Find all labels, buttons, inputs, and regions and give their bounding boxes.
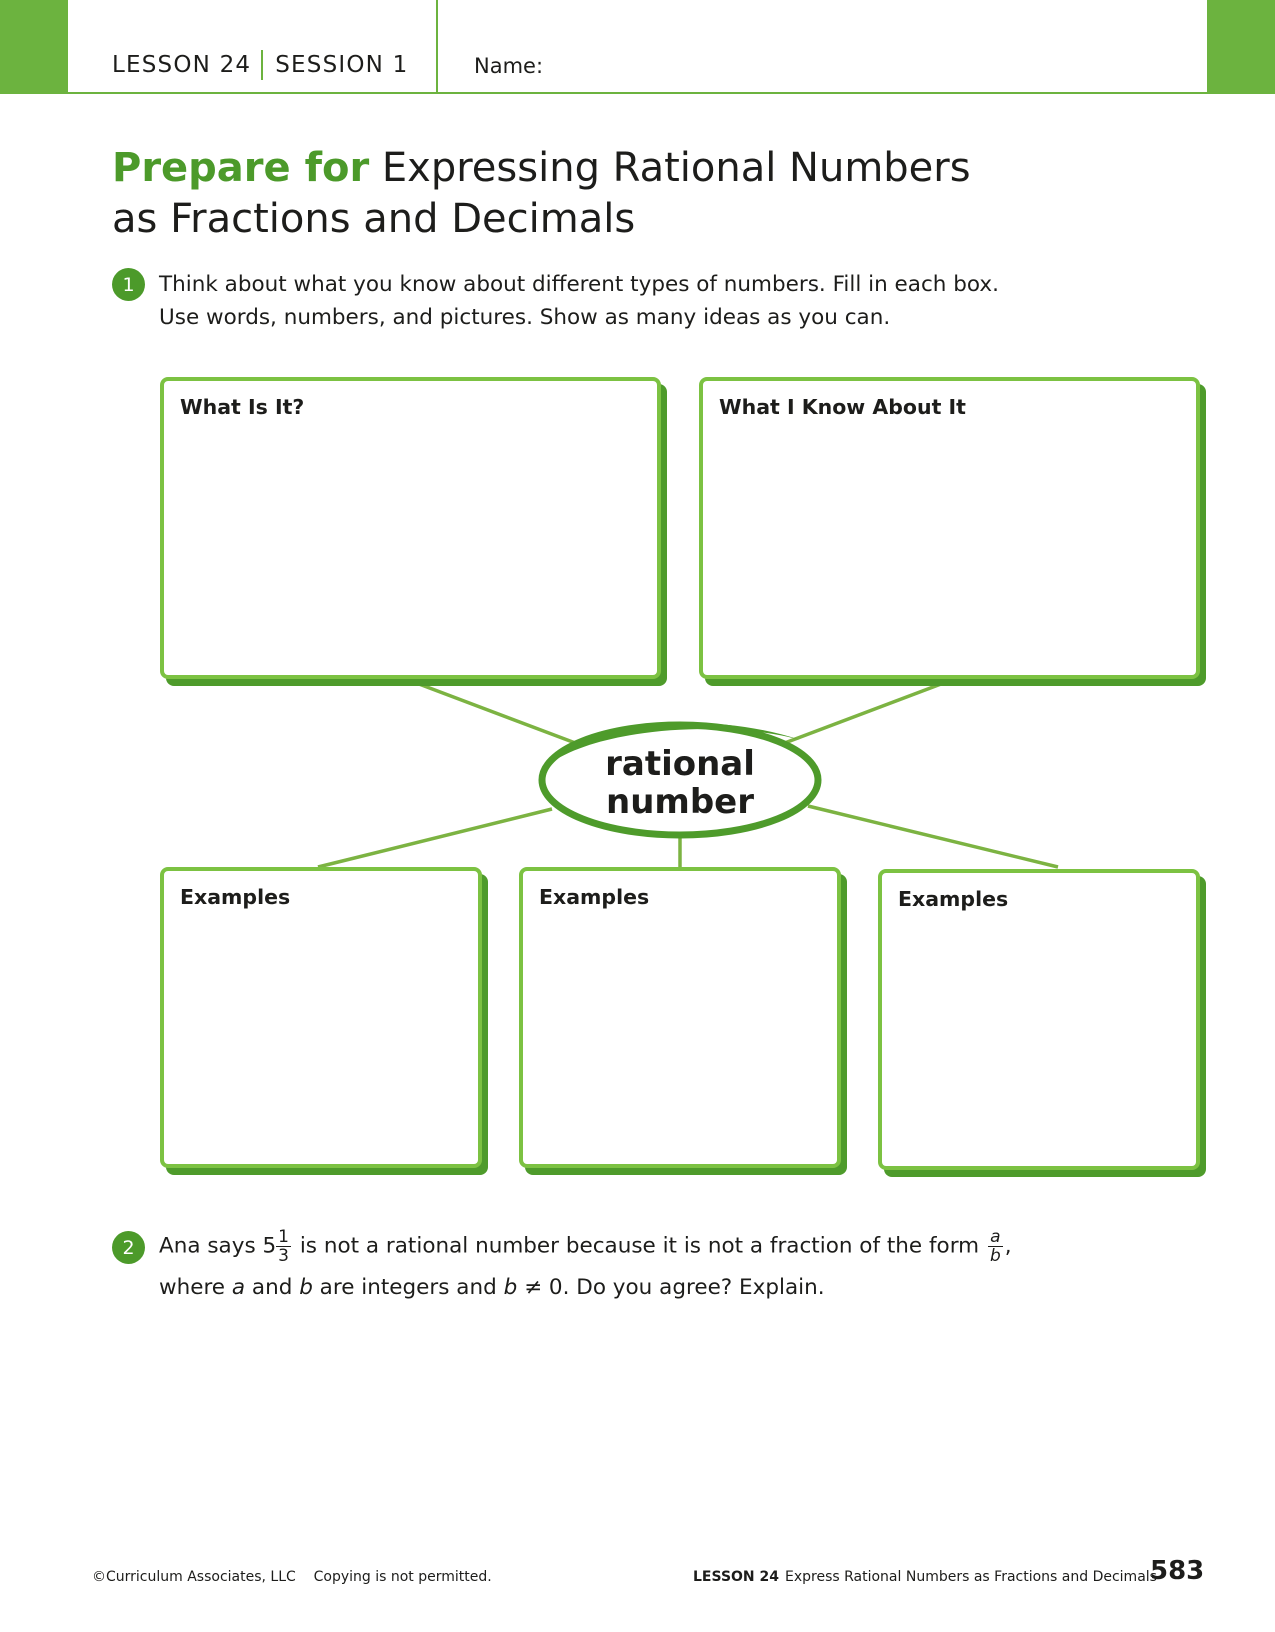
question-number-1: 1 [112, 268, 145, 301]
footer-lesson-title: LESSON 24 Express Rational Numbers as Fra… [693, 1569, 1157, 1585]
center-concept-label: rational number [560, 745, 800, 821]
connector-examples-left [317, 807, 553, 869]
center-oval [538, 721, 822, 839]
lesson-separator [261, 50, 264, 80]
fraction-denominator: 3 [278, 1246, 289, 1266]
header-right-bar [1207, 0, 1275, 93]
box-label-examples: Examples [180, 885, 291, 909]
question-1-line2: Use words, numbers, and pictures. Show a… [159, 305, 891, 330]
header-divider [436, 0, 438, 93]
fraction-denominator: b [989, 1246, 1001, 1266]
copy-notice: Copying is not permitted. [313, 1569, 492, 1585]
box-label-what-i-know: What I Know About It [719, 395, 966, 419]
examples-box-right[interactable]: Examples [878, 869, 1200, 1170]
page-number: 583 [1150, 1556, 1205, 1586]
header-rule [0, 92, 1275, 94]
fraction-numerator: a [988, 1227, 1003, 1247]
footer-lesson-name: Express Rational Numbers as Fractions an… [785, 1569, 1157, 1585]
question-number-2: 2 [112, 1231, 145, 1264]
lesson-label: LESSON 24 [112, 52, 252, 78]
question-2-text-part: is not a rational number because it is n… [293, 1233, 986, 1259]
examples-box-left[interactable]: Examples [160, 867, 482, 1168]
title-line2: as Fractions and Decimals [112, 196, 636, 242]
variable-b: b [503, 1275, 518, 1300]
connector-what-is-it [418, 682, 579, 746]
fraction-numerator: 1 [276, 1227, 291, 1247]
variable-b: b [299, 1275, 313, 1300]
lesson-session-label: LESSON 24 SESSION 1 [112, 50, 408, 80]
footer-copyright: ©Curriculum Associates, LLC Copying is n… [92, 1569, 492, 1585]
what-is-it-box[interactable]: What Is It? [160, 377, 661, 679]
question-2-text-part: are integers and [312, 1275, 504, 1300]
question-2-text-part: ≠ 0. Do you agree? Explain. [517, 1275, 825, 1300]
question-2-text-part: and [245, 1275, 300, 1300]
title-line1: Expressing Rational Numbers [381, 145, 971, 191]
copyright-text: ©Curriculum Associates, LLC [92, 1569, 296, 1585]
title-prefix: Prepare for [112, 145, 370, 191]
question-2-text-part: Ana says 5 [159, 1233, 277, 1259]
name-field-label: Name: [474, 54, 544, 78]
center-concept-line2: number [605, 782, 754, 822]
footer-lesson-label: LESSON 24 [693, 1569, 779, 1585]
box-label-what-is-it: What Is It? [180, 395, 305, 419]
connector-what-i-know [781, 682, 942, 746]
center-concept-line1: rational [605, 744, 755, 784]
connector-examples-right [807, 804, 1059, 869]
question-2-text-part: where [159, 1275, 232, 1300]
question-1-text: Think about what you know about differen… [159, 268, 999, 334]
header-left-bar [0, 0, 68, 93]
question-2-text-part: , [1004, 1233, 1012, 1259]
box-label-examples: Examples [539, 885, 650, 909]
variable-a: a [231, 1275, 246, 1300]
session-label: SESSION 1 [275, 52, 409, 78]
what-i-know-box[interactable]: What I Know About It [699, 377, 1200, 679]
page-title: Prepare for Expressing Rational Numbers … [112, 143, 1112, 245]
box-label-examples: Examples [898, 887, 1009, 911]
examples-box-center[interactable]: Examples [519, 867, 841, 1168]
question-1-line1: Think about what you know about differen… [159, 272, 999, 297]
question-2-line2: where a and b are integers and b ≠ 0. Do… [159, 1271, 1209, 1304]
